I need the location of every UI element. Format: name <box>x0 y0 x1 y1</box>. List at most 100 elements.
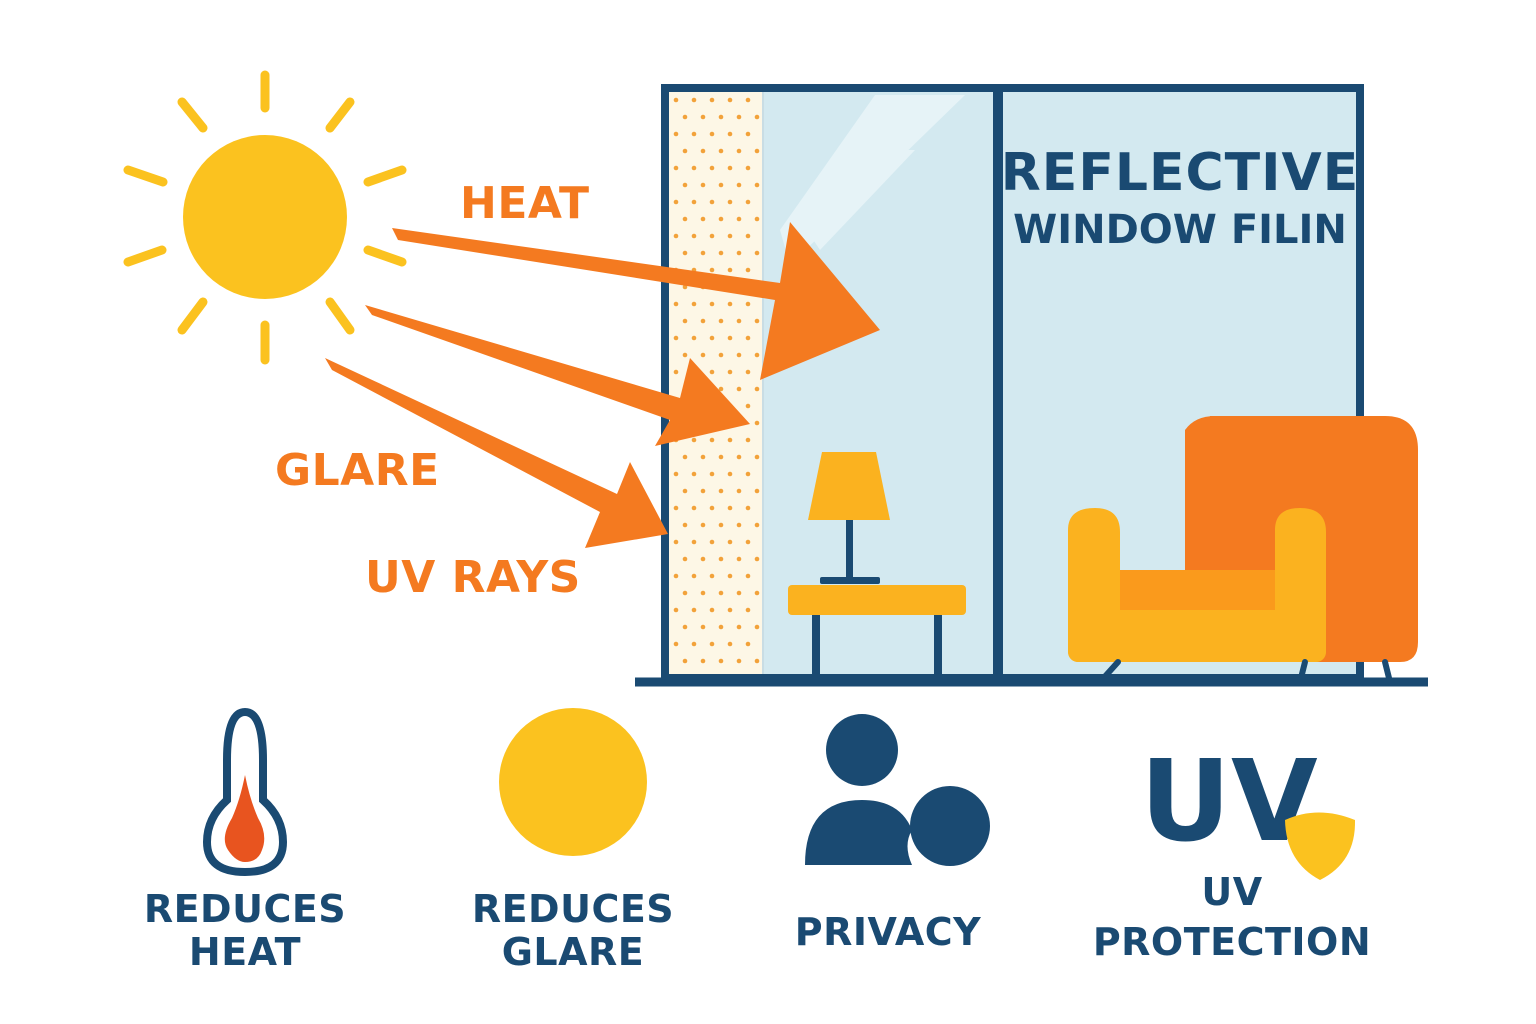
glare-label: GLARE <box>275 445 440 496</box>
film-dot <box>673 199 679 205</box>
film-dot <box>727 199 733 205</box>
film-dot <box>736 454 742 460</box>
film-dot <box>745 199 751 205</box>
film-dot <box>691 233 697 239</box>
film-dot <box>727 301 733 307</box>
film-dot <box>700 454 706 460</box>
film-dot <box>745 573 751 579</box>
film-dot <box>709 471 715 477</box>
film-dot <box>727 233 733 239</box>
film-dot <box>736 658 742 664</box>
film-dot <box>718 522 724 528</box>
film-dot <box>754 658 760 664</box>
film-dot <box>700 250 706 256</box>
film-dot <box>727 267 733 273</box>
film-dot <box>700 488 706 494</box>
film-dot <box>682 114 688 120</box>
armchair-icon <box>1068 416 1418 685</box>
window <box>635 84 1428 687</box>
film-dot <box>745 471 751 477</box>
film-dot <box>673 97 679 103</box>
film-dot <box>754 352 760 358</box>
film-dot <box>736 216 742 222</box>
sun-disc-icon <box>499 708 647 856</box>
film-dot <box>754 522 760 528</box>
film-dot <box>682 250 688 256</box>
film-dot <box>700 318 706 324</box>
film-dot <box>709 505 715 511</box>
film-dot <box>745 97 751 103</box>
film-dot <box>754 590 760 596</box>
film-dot <box>700 148 706 154</box>
film-dot <box>745 267 751 273</box>
film-dot <box>673 369 679 375</box>
film-dot <box>718 488 724 494</box>
glare-arrow <box>365 305 750 446</box>
film-dot <box>745 233 751 239</box>
film-dot <box>691 573 697 579</box>
film-dot <box>718 352 724 358</box>
film-dot <box>682 318 688 324</box>
film-dot <box>673 539 679 545</box>
film-dot <box>691 165 697 171</box>
film-dot <box>736 182 742 188</box>
film-dot <box>736 488 742 494</box>
film-dot <box>727 165 733 171</box>
film-dot <box>718 250 724 256</box>
film-dot <box>718 624 724 630</box>
film-dot <box>718 658 724 664</box>
benefit-privacy-line1: PRIVACY <box>795 910 981 954</box>
film-dot <box>754 114 760 120</box>
film-dot <box>754 454 760 460</box>
film-dot <box>718 148 724 154</box>
film-dot <box>691 97 697 103</box>
film-dot <box>709 437 715 443</box>
film-dot <box>754 182 760 188</box>
film-dot <box>691 471 697 477</box>
thermometer-icon <box>202 707 288 877</box>
film-dot <box>718 386 724 392</box>
film-dot <box>673 471 679 477</box>
film-dot <box>736 386 742 392</box>
film-dot <box>709 301 715 307</box>
film-dot <box>754 250 760 256</box>
film-dot <box>718 114 724 120</box>
film-dot <box>700 624 706 630</box>
film-dot <box>673 301 679 307</box>
film-dot <box>727 471 733 477</box>
window-subtitle: WINDOW FILIN <box>1013 207 1347 253</box>
film-dot <box>754 318 760 324</box>
film-dot <box>727 97 733 103</box>
film-dot <box>682 488 688 494</box>
film-dot <box>682 352 688 358</box>
film-dot <box>682 590 688 596</box>
reflective-film-strip <box>665 88 763 678</box>
film-dot <box>691 607 697 613</box>
film-dot <box>682 624 688 630</box>
film-dot <box>745 641 751 647</box>
film-dot <box>682 216 688 222</box>
film-dot <box>736 318 742 324</box>
uv-arrow <box>325 358 668 548</box>
uv-rays-label: UV RAYS <box>365 552 581 603</box>
film-dot <box>754 148 760 154</box>
film-dot <box>673 641 679 647</box>
film-dot <box>745 607 751 613</box>
film-dot <box>709 165 715 171</box>
film-dot <box>691 437 697 443</box>
film-dot <box>736 624 742 630</box>
film-dot <box>700 352 706 358</box>
film-dot <box>736 352 742 358</box>
benefit-glare-line2: GLARE <box>502 930 645 974</box>
film-dot <box>682 454 688 460</box>
film-dot <box>700 114 706 120</box>
uv-glyph: UV <box>1140 737 1318 867</box>
sun-icon <box>123 70 407 365</box>
film-dot <box>718 590 724 596</box>
film-dot <box>727 505 733 511</box>
film-dot <box>754 216 760 222</box>
film-dot <box>709 233 715 239</box>
film-dot <box>727 573 733 579</box>
film-dot <box>682 522 688 528</box>
